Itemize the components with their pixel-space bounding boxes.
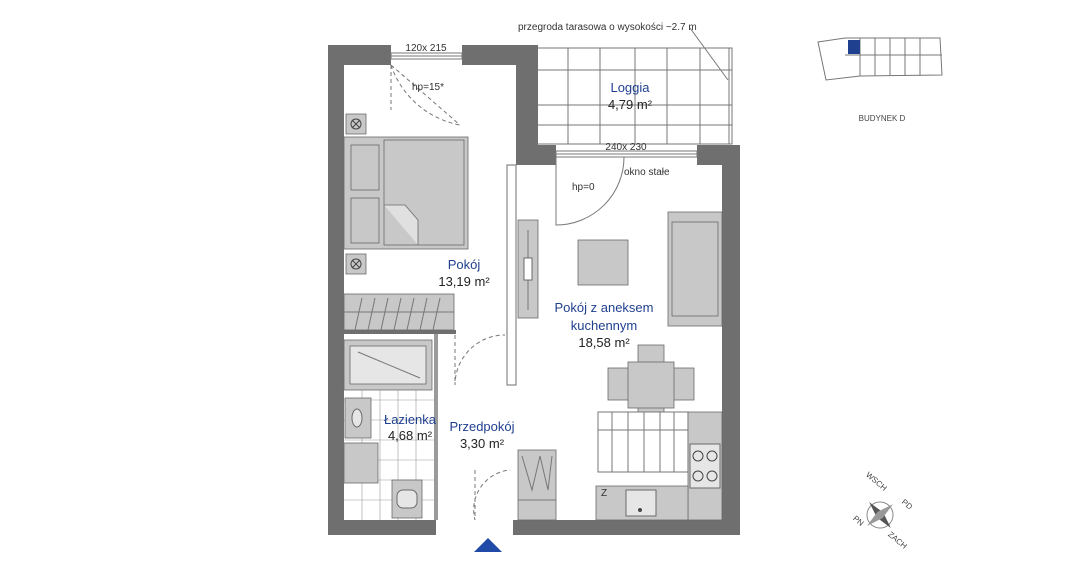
entrance-arrow-icon: [474, 538, 502, 552]
hp-label-2: hp=0: [572, 182, 595, 193]
compass: [866, 501, 894, 529]
aneks-area: 18,58 m²: [578, 335, 630, 350]
pokoj-area: 13,19 m²: [438, 274, 490, 289]
loggia-area: 4,79 m²: [608, 97, 653, 112]
selected-unit-marker: [848, 40, 860, 54]
bedroom-furniture: [343, 113, 469, 331]
building-label: BUDYNEK D: [859, 114, 906, 123]
walls: [328, 45, 740, 535]
lazienka-area: 4,68 m²: [388, 428, 433, 443]
compass-pd: PD: [900, 497, 914, 511]
key-plan: BUDYNEK D: [817, 37, 943, 123]
bathroom-furniture: [343, 339, 434, 520]
loggia-floor: [535, 27, 733, 145]
fridge-mark: Z: [601, 488, 607, 499]
windows: [390, 52, 698, 158]
annotations: przegroda tarasowa o wysokości ~2.7 m 12…: [405, 22, 696, 499]
terrace-note: przegroda tarasowa o wysokości ~2.7 m: [518, 22, 697, 33]
room-labels: Loggia 4,79 m² Pokój 13,19 m² Pokój z an…: [384, 80, 654, 451]
window-size-1: 120x 215: [405, 43, 447, 54]
living-furniture: [517, 211, 723, 428]
compass-pn: PN: [851, 514, 865, 528]
window-size-2: 240x 230: [605, 142, 647, 153]
przedpokoj-area: 3,30 m²: [460, 436, 505, 451]
loggia-name: Loggia: [610, 80, 650, 95]
compass-zach: ZACH: [886, 530, 909, 551]
aneks-name-line2: kuchennym: [571, 318, 637, 333]
przedpokoj-name: Przedpokój: [449, 419, 514, 434]
compass-wsch: WSCH: [864, 470, 889, 493]
hp-label-1: hp=15*: [412, 82, 444, 93]
fixed-window-label: okno stałe: [624, 167, 670, 178]
kitchen: [517, 411, 723, 521]
lazienka-name: Łazienka: [384, 412, 437, 427]
door-swings: [390, 64, 625, 521]
aneks-name-line1: Pokój z aneksem: [555, 300, 654, 315]
pokoj-name: Pokój: [448, 257, 481, 272]
